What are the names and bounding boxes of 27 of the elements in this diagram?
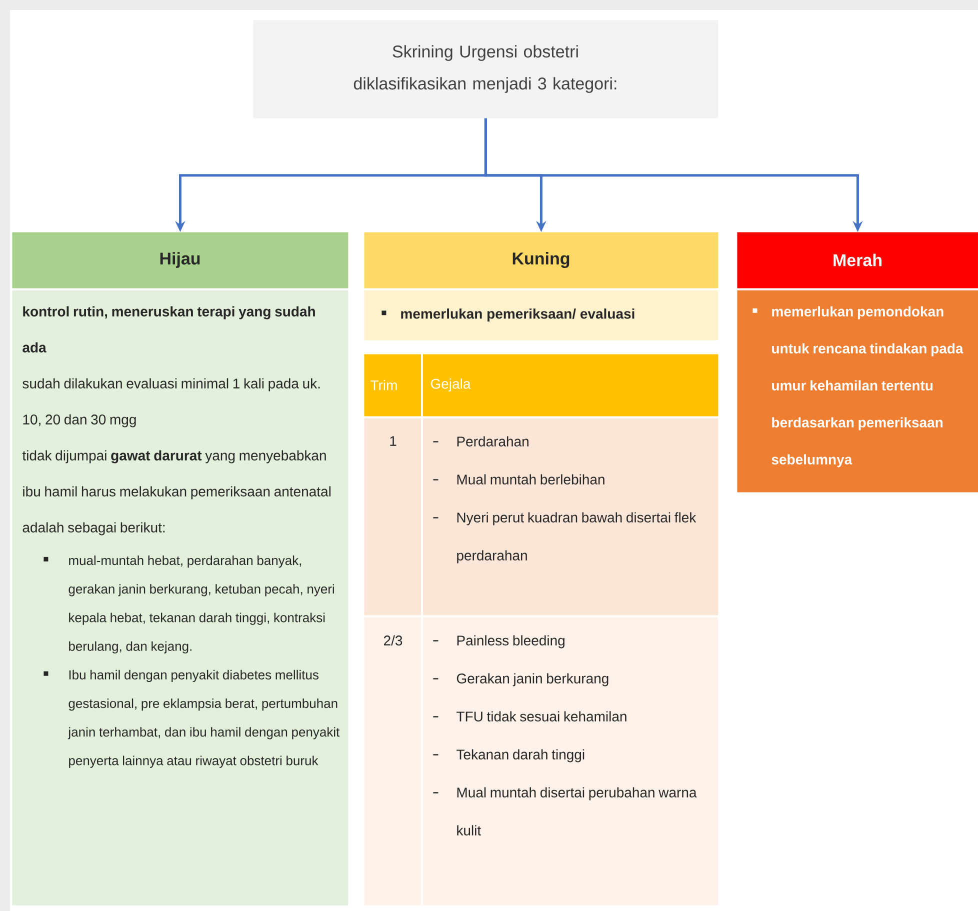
- table-header-row: [364, 354, 718, 416]
- category-panel: [737, 290, 978, 492]
- table-row: [364, 617, 718, 906]
- trimester-number: 2/3: [384, 635, 402, 646]
- bullet-item: memerlukan pemondokan untuk rencana tindakan pada umur kehamilan tertentu berdasarkan pemeriksaan sebelumnya: [752, 306, 964, 468]
- symptom-item: Tekanan darah tinggi: [433, 749, 584, 762]
- symptom-item: Perdarahan: [433, 436, 528, 446]
- bullet-item: mual-muntah hebat, perdarahan banyak, gerakan janin berkurang, ketuban pecah, nyeri kepala hebat, tekanan darah tinggi, kontraksi berulang, dan kejang.: [44, 556, 334, 654]
- category-header: Merah: [737, 232, 978, 288]
- category-header: Hijau: [12, 232, 348, 288]
- symptom-item: Gerakan janin berkurang: [433, 673, 608, 686]
- bullet-item: Ibu hamil dengan penyakit diabetes mellitus gestasional, pre eklampsia berat, pertumbuhan janin terhambat, dan ibu hamil dengan penyakit penyerta lainnya atau riwayat obstetri buruk: [44, 670, 340, 768]
- category-panel: [364, 290, 718, 340]
- symptom-item: Painless bleeding: [433, 635, 564, 648]
- trimester-number: 1: [390, 436, 396, 446]
- symptom-item: Nyeri perut kuadran bawah disertai flek perdarahan: [433, 512, 696, 564]
- column-heading: Gejala: [430, 378, 471, 392]
- symptom-item: Mual muntah berlebihan: [433, 474, 604, 484]
- symptom-item: TFU tidak sesuai kehamilan: [433, 711, 626, 722]
- category-header: Kuning: [364, 232, 718, 288]
- title-box: Skrining Urgensi obstetri diklasifikasikan menjadi 3 kategori:: [253, 20, 718, 118]
- column-heading: Trim: [370, 380, 397, 390]
- bullet-item: memerlukan pemeriksaan/ evaluasi: [382, 308, 634, 322]
- paragraph-text: tidak dijumpai gawat darurat yang menyebabkan ibu hamil harus melakukan pemeriksaan antenatal adalah sebagai berikut:: [22, 450, 330, 536]
- category-panel: [12, 290, 348, 906]
- symptom-item: Mual muntah disertai perubahan warna kulit: [433, 787, 697, 836]
- table-row: [364, 418, 718, 616]
